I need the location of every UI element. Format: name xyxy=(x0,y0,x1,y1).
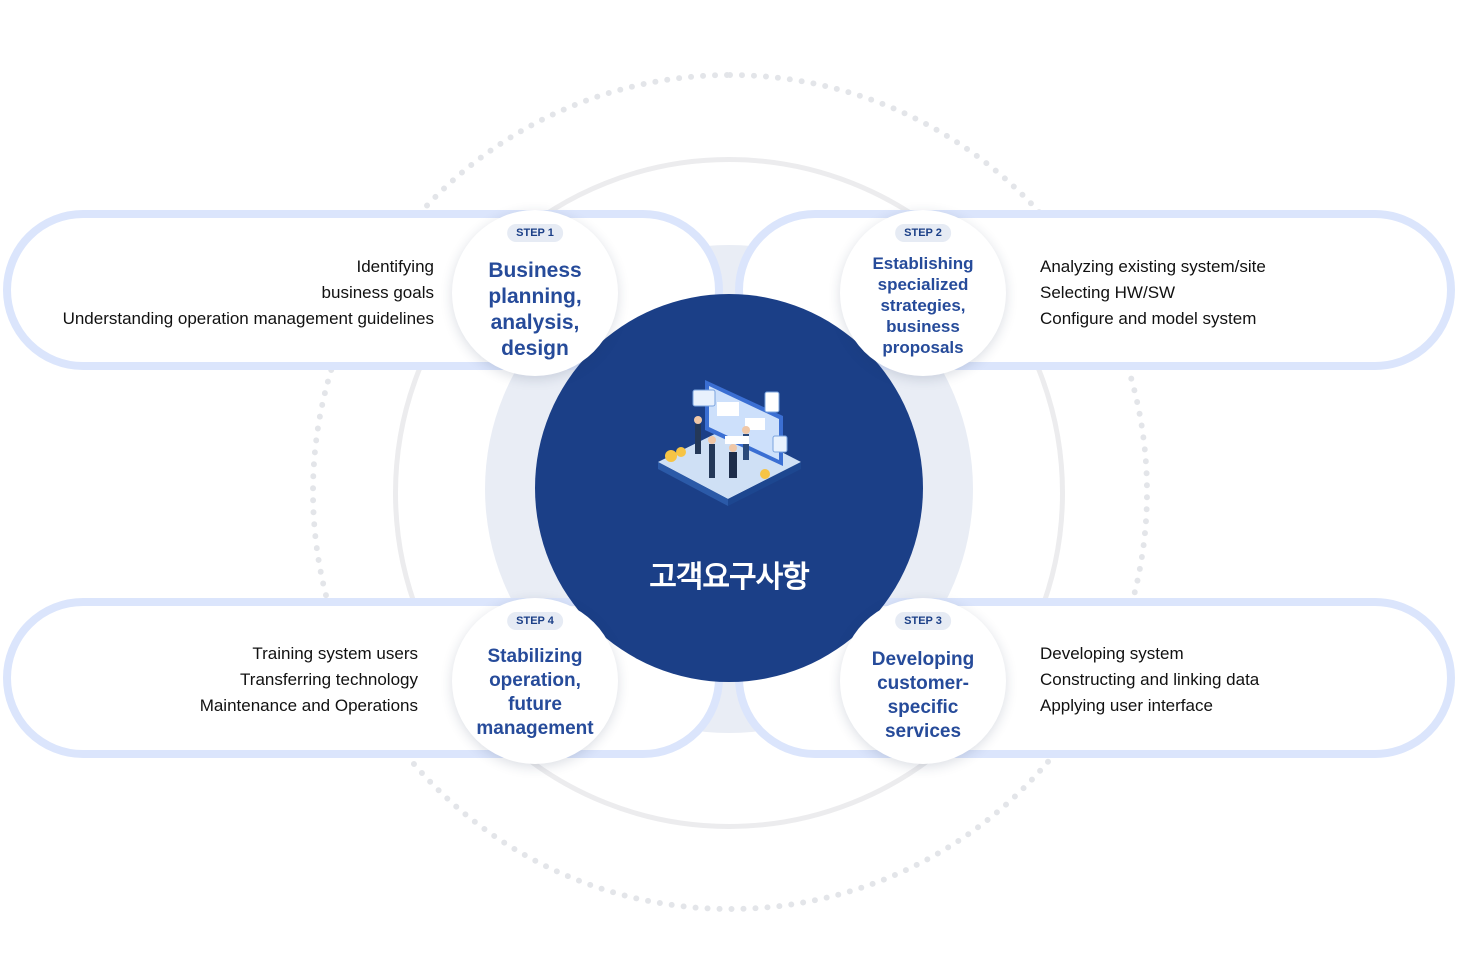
step-4-item: Training system users xyxy=(252,644,418,663)
step-1-item: business goals xyxy=(321,283,434,302)
step-4-badge: STEP 4 xyxy=(507,612,563,630)
step-4-item: Transferring technology xyxy=(240,670,418,689)
step-2-badge: STEP 2 xyxy=(895,224,951,242)
middle-ring xyxy=(393,157,1065,829)
step-2-item: Selecting HW/SW xyxy=(1040,283,1176,302)
step-2-description: Analyzing existing system/site Selecting… xyxy=(1040,254,1266,332)
step-2-item: Analyzing existing system/site xyxy=(1040,257,1266,276)
center-hub: 고객요구사항 xyxy=(535,294,923,682)
step-3-item: Applying user interface xyxy=(1040,696,1213,715)
step-3-badge: STEP 3 xyxy=(895,612,951,630)
step-1-badge: STEP 1 xyxy=(507,224,563,242)
step-2-panel xyxy=(735,210,1455,370)
step-3-title: Developing customer- specific services xyxy=(871,649,975,742)
step-2-circle: STEP 2 Establishing specialized strategi… xyxy=(840,210,1006,376)
team-meeting-illustration-icon xyxy=(658,380,801,506)
outer-dotted-ring xyxy=(310,72,1150,912)
step-1-title: Business planning, analysis, design xyxy=(488,259,582,360)
center-title: 고객요구사항 xyxy=(649,561,810,594)
step-1-description: Identifying business goals Understanding… xyxy=(63,254,434,332)
step-2-title: Establishing specialized strategies, bus… xyxy=(872,254,974,357)
step-3-item: Developing system xyxy=(1040,644,1184,663)
step-3-item: Constructing and linking data xyxy=(1040,670,1260,689)
step-4-description: Training system users Transferring techn… xyxy=(200,641,418,719)
step-4-item: Maintenance and Operations xyxy=(199,696,418,715)
step-4-circle: STEP 4 Stabilizing operation, future man… xyxy=(452,598,618,764)
step-3-description: Developing system Constructing and linki… xyxy=(1040,641,1259,719)
step-1-circle: STEP 1 Business planning, analysis, desi… xyxy=(452,210,618,376)
step-3-circle: STEP 3 Developing customer- specific ser… xyxy=(840,598,1006,764)
step-2-item: Configure and model system xyxy=(1040,309,1257,328)
step-4-title: Stabilizing operation, future management xyxy=(476,646,594,739)
step-1-item: Identifying xyxy=(356,257,435,276)
step-1-item: Understanding operation management guide… xyxy=(62,309,434,328)
